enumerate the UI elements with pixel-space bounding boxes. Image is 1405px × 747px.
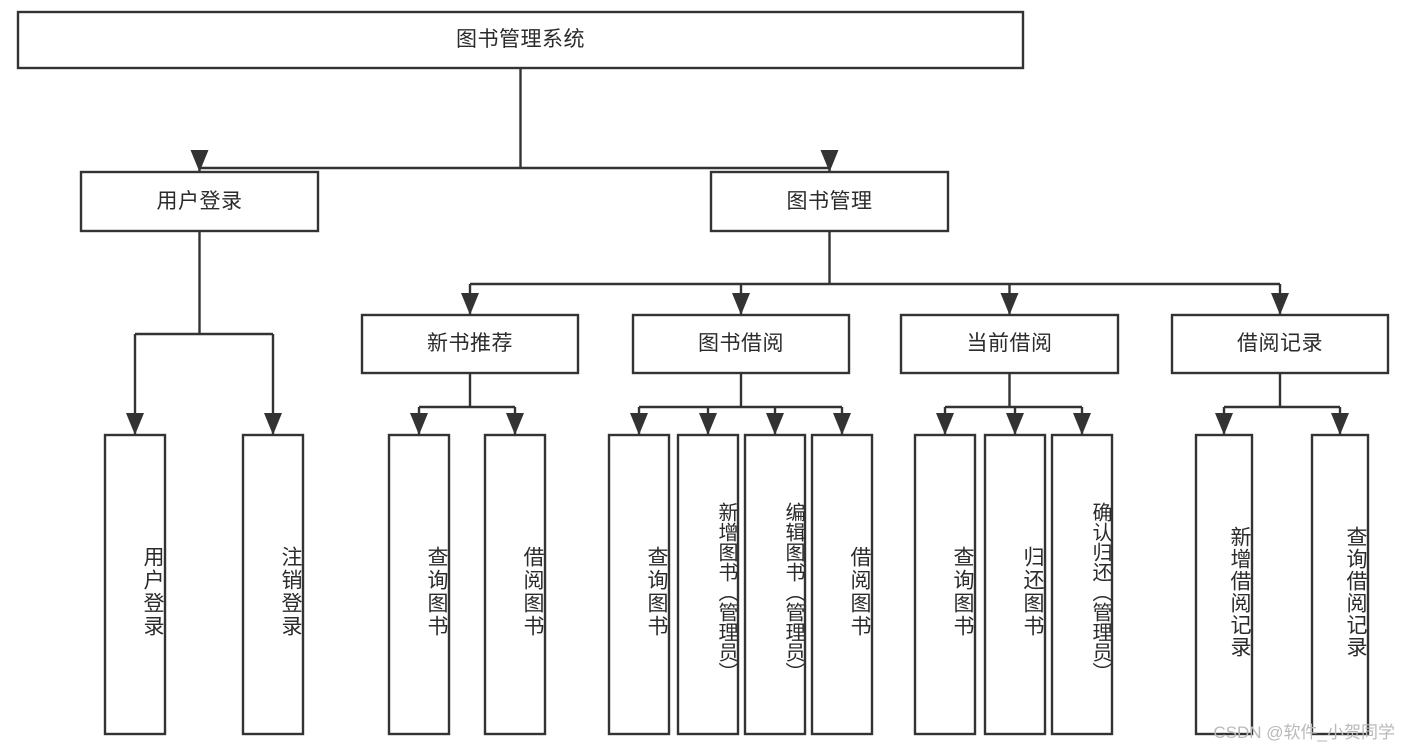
arrow-head-leaf-add-record (1215, 413, 1233, 435)
arrow-head-leaf-user-logout (264, 413, 282, 435)
node-box-leaf-borrow-book-2 (810, 433, 874, 736)
csdn-watermark: CSDN @软件_小贺同学 (1213, 723, 1395, 742)
arrow-head-leaf-user-login (126, 413, 144, 435)
node-box-root (16, 10, 1025, 70)
arrow-head-leaf-query-record (1331, 413, 1349, 435)
arrow-head-new-book-rec (461, 293, 479, 315)
node-box-borrow-record (1170, 313, 1390, 375)
node-box-leaf-query-book-2 (607, 433, 671, 736)
edges-layer (126, 68, 1349, 435)
arrow-head-book-borrow (732, 293, 750, 315)
arrow-head-borrow-record (1271, 293, 1289, 315)
node-box-leaf-user-login (103, 433, 167, 736)
node-box-leaf-query-book-1 (387, 433, 451, 736)
arrow-head-user-login (190, 150, 209, 172)
node-box-book-manage (709, 170, 950, 233)
node-box-new-book-rec (360, 313, 580, 375)
node-box-book-borrow (631, 313, 851, 375)
arrow-head-leaf-query-book-2 (630, 413, 648, 435)
arrow-head-leaf-query-book-1 (410, 413, 428, 435)
node-box-current-borrow (899, 313, 1120, 375)
arrow-head-leaf-edit-book (766, 413, 784, 435)
node-box-leaf-return-book (983, 433, 1047, 736)
arrow-head-book-manage (820, 150, 839, 172)
arrow-head-leaf-confirm-return (1073, 413, 1091, 435)
node-box-leaf-edit-book (743, 433, 807, 736)
arrow-head-leaf-return-book (1006, 413, 1024, 435)
node-box-leaf-query-record (1310, 433, 1370, 736)
arrow-head-leaf-add-book (699, 413, 717, 435)
arrow-head-leaf-borrow-book-1 (506, 413, 524, 435)
arrow-head-leaf-query-book-3 (936, 413, 954, 435)
arrow-head-current-borrow (1000, 293, 1019, 315)
node-box-user-login (79, 170, 320, 233)
node-boxes-layer (16, 10, 1390, 736)
node-box-leaf-borrow-book-1 (483, 433, 547, 736)
node-box-leaf-add-record (1194, 433, 1254, 736)
node-box-leaf-confirm-return (1050, 433, 1114, 736)
arrow-head-leaf-borrow-book-2 (833, 413, 851, 435)
node-box-leaf-add-book (676, 433, 740, 736)
node-box-leaf-user-logout (241, 433, 305, 736)
node-box-leaf-query-book-3 (913, 433, 977, 736)
